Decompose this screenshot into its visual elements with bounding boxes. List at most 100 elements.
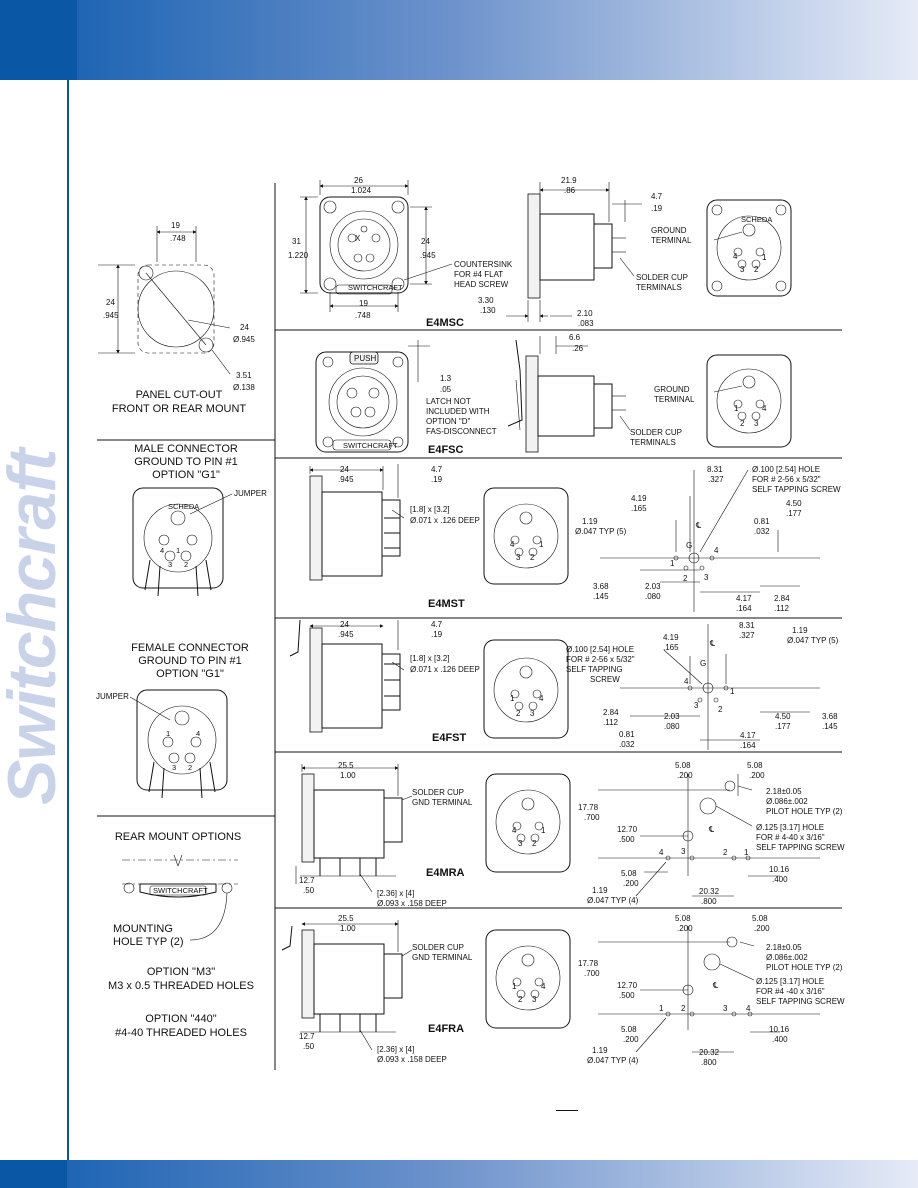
svg-text:3: 3	[518, 839, 523, 848]
e4fst-d831-in: .327	[739, 631, 755, 640]
option-m3-label-2: M3 x 0.5 THREADED HOLES	[108, 980, 254, 992]
e4fra-d1778-mm: 17.78	[578, 959, 599, 968]
footer-corner	[0, 1160, 67, 1188]
e4mst-hole-2: FOR # 2-56 x 5/32"	[752, 475, 821, 484]
e4fsc-push-label: PUSH	[354, 354, 376, 363]
e4fra-deep-2: Ø.093 x .158 DEEP	[377, 1055, 447, 1064]
e4fst-d419-mm: 4.19	[663, 633, 679, 642]
e4fra-d508a-in: .200	[677, 924, 693, 933]
cutout-h-in: .945	[103, 311, 119, 320]
e4fra-solder-1: SOLDER CUP	[412, 943, 464, 952]
e4fst-d831-mm: 8.31	[739, 621, 755, 630]
svg-text:1: 1	[510, 694, 515, 703]
e4fst-deep-1: [1.8] x [3.2]	[410, 654, 450, 663]
female-caption-2: GROUND TO PIN #1	[138, 655, 242, 667]
svg-text:SCHEDA: SCHEDA	[741, 215, 772, 224]
svg-text:4: 4	[541, 982, 546, 991]
e4mra-d2032-in: .800	[701, 897, 717, 906]
e4fsc-latch-3: OPTION "D"	[426, 417, 471, 426]
svg-text:℄: ℄	[712, 981, 719, 990]
e4mst-d081-mm: 0.81	[754, 517, 770, 526]
svg-text:2: 2	[683, 574, 688, 583]
e4mra-d508c-in: .200	[623, 879, 639, 888]
male-caption-2: GROUND TO PIN #1	[134, 456, 238, 468]
e4mra-d119-mm: 1.19	[592, 886, 608, 895]
svg-text:3: 3	[681, 847, 686, 856]
male-jumper-label: JUMPER	[234, 489, 267, 498]
e4fra-d1016-in: .400	[772, 1035, 788, 1044]
e4fst-d119-in: Ø.047 TYP (5)	[787, 636, 839, 645]
e4mst-deep-2: Ø.071 x .126 DEEP	[410, 516, 480, 525]
e4mra-deep-1: [2.36] x [4]	[377, 889, 414, 898]
e4mst-d284-in: .112	[774, 604, 790, 613]
e4fra-hole-2: FOR #4 -40 x 3/16"	[756, 987, 825, 996]
svg-text:2: 2	[740, 419, 745, 428]
e4fsc-latch-1: LATCH NOT	[426, 397, 471, 406]
header-gradient	[77, 0, 918, 80]
mounting-label-2: HOLE TYP (2)	[113, 936, 184, 948]
e4msc-d219-in: .86	[564, 186, 576, 195]
e4mst-model-name: E4MST	[428, 598, 465, 610]
e4msc-d330-mm: 3.30	[478, 296, 494, 305]
e4msc-d31-in: 1.220	[288, 251, 309, 260]
e4msc-d24-in: .945	[420, 251, 436, 260]
cutout-hole-mm: 3.51	[236, 371, 252, 380]
panel-grid	[97, 183, 842, 1070]
e4mra-d1270-mm: 12.70	[617, 825, 638, 834]
cutout-caption-1: PANEL CUT-OUT	[136, 389, 223, 401]
e4mst-side-drawing	[309, 464, 405, 581]
e4msc-x-label: X	[355, 234, 361, 243]
svg-text:1: 1	[541, 826, 546, 835]
svg-text:1: 1	[176, 546, 180, 555]
e4msc-solder-1: SOLDER CUP	[636, 273, 688, 282]
e4fsc-latch-2: INCLUDED WITH	[426, 407, 490, 416]
rear-mount-title: REAR MOUNT OPTIONS	[115, 831, 241, 843]
e4mst-d47-mm: 4.7	[431, 465, 443, 474]
e4mst-d417-in: .164	[736, 604, 752, 613]
svg-text:4: 4	[539, 694, 544, 703]
svg-text:℄: ℄	[708, 825, 715, 834]
rear-mount-drawing: SWITCHCRAFT	[122, 854, 238, 941]
svg-text:3: 3	[168, 560, 172, 569]
e4fra-d119-mm: 1.19	[592, 1046, 608, 1055]
e4mst-d368-mm: 3.68	[593, 582, 609, 591]
e4fra-d1270-mm: 12.70	[617, 981, 638, 990]
e4msc-d219-mm: 21.9	[561, 176, 577, 185]
e4msc-d26-in: 1.024	[351, 186, 372, 195]
e4fsc-solder-1: SOLDER CUP	[630, 428, 682, 437]
cutout-caption-2: FRONT OR REAR MOUNT	[112, 403, 247, 415]
e4msc-side-drawing	[506, 182, 642, 322]
e4mst-d417-mm: 4.17	[736, 594, 752, 603]
e4fst-d47-in: .19	[431, 630, 443, 639]
male-caption-3: OPTION "G1"	[152, 469, 220, 481]
e4fst-d081-in: .032	[619, 740, 635, 749]
e4fst-deep-2: Ø.071 x .126 DEEP	[410, 665, 480, 674]
mounting-label-1: MOUNTING	[113, 923, 173, 935]
e4msc-ground-2: TERMINAL	[651, 236, 692, 245]
e4msc-ground-1: GROUND	[651, 226, 687, 235]
e4fra-d508c-in: .200	[623, 1035, 639, 1044]
e4fsc-model-name: E4FSC	[428, 444, 464, 456]
option-440-label-1: OPTION "440"	[145, 1013, 216, 1025]
e4mra-deep-2: Ø.093 x .158 DEEP	[377, 899, 447, 908]
svg-text:4: 4	[733, 252, 738, 261]
svg-text:2: 2	[516, 709, 521, 718]
e4fst-side-drawing	[289, 619, 405, 733]
e4fsc-ground-1: GROUND	[654, 385, 690, 394]
e4mra-d1778-mm: 17.78	[578, 803, 599, 812]
e4mra-solder-1: SOLDER CUP	[412, 788, 464, 797]
e4mra-d1778-in: .700	[584, 813, 600, 822]
e4mra-pilot-3: PILOT HOLE TYP (2)	[766, 807, 843, 816]
svg-text:1: 1	[730, 687, 735, 696]
e4fst-hole-4: SCREW	[590, 675, 620, 684]
e4fsc-d66-mm: 6.6	[569, 333, 581, 342]
panel-cutout-drawing	[98, 226, 231, 375]
svg-text:4: 4	[684, 677, 689, 686]
